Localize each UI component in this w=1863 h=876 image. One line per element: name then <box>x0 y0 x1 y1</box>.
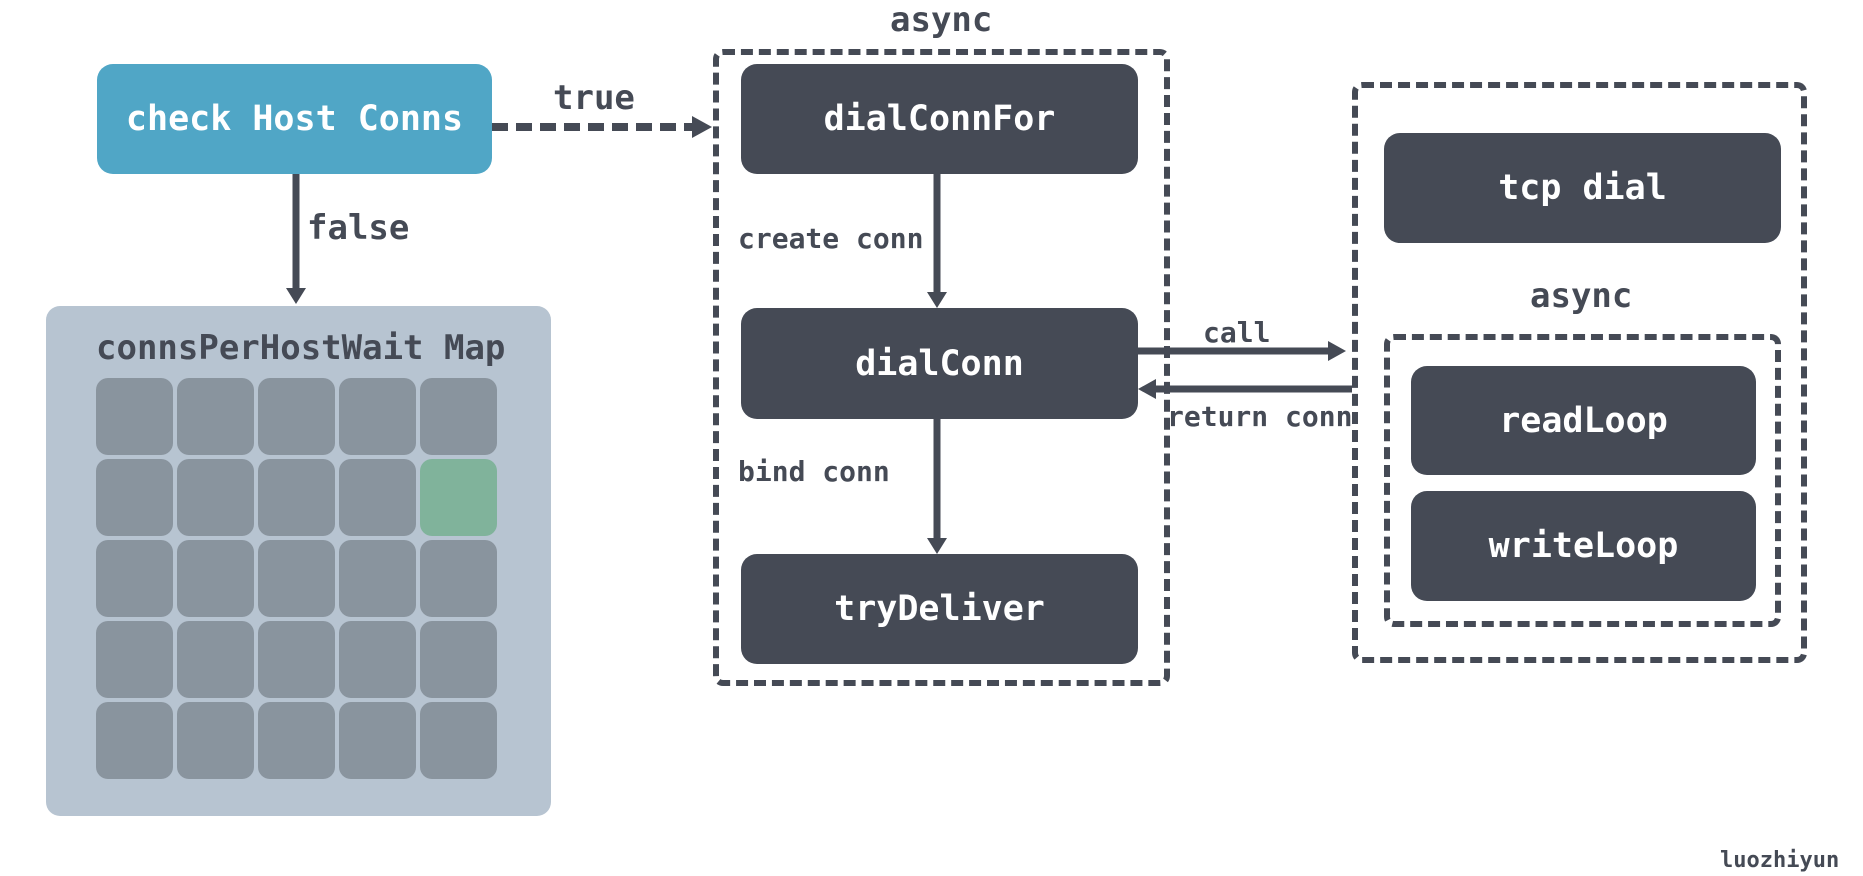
map-cell <box>96 540 173 617</box>
map-cell <box>177 459 254 536</box>
map-cell <box>420 540 497 617</box>
map-cell <box>420 702 497 779</box>
async-group-right <box>1352 82 1807 663</box>
map-cell <box>177 621 254 698</box>
map-cell <box>258 378 335 455</box>
map-cell <box>96 459 173 536</box>
map-cell <box>177 702 254 779</box>
map-cell <box>339 621 416 698</box>
tcp-dial-node: tcp dial <box>1384 133 1781 243</box>
map-cell <box>96 621 173 698</box>
map-cell <box>258 702 335 779</box>
watermark: luozhiyun <box>1720 848 1840 873</box>
create-conn-arrowhead <box>927 292 947 308</box>
return-conn-arrowhead <box>1138 379 1156 399</box>
map-cell <box>177 540 254 617</box>
map-cell <box>258 621 335 698</box>
map-cell <box>96 378 173 455</box>
map-cell <box>258 540 335 617</box>
async-label-inner: async <box>1530 276 1633 316</box>
true-arrowhead <box>692 116 712 138</box>
map-cell <box>339 378 416 455</box>
map-cell <box>96 702 173 779</box>
map-cell <box>339 540 416 617</box>
check-host-conns-node: check Host Conns <box>97 64 492 174</box>
async-group-inner <box>1384 334 1781 627</box>
dial-conn-node: dialConn <box>741 308 1138 419</box>
map-cell <box>177 378 254 455</box>
false-arrowhead <box>286 288 306 304</box>
async-label-middle: async <box>890 0 993 40</box>
create-conn-label: create conn <box>738 222 924 255</box>
map-cell-highlighted <box>420 459 497 536</box>
map-cell <box>420 621 497 698</box>
map-cell <box>339 702 416 779</box>
bind-conn-label: bind conn <box>738 455 890 488</box>
bind-conn-arrowhead <box>927 538 947 554</box>
call-arrowhead <box>1328 341 1346 361</box>
true-edge-label: true <box>553 78 635 118</box>
map-cell <box>258 459 335 536</box>
write-loop-node: writeLoop <box>1411 491 1756 601</box>
false-edge-label: false <box>307 208 410 248</box>
map-cell <box>339 459 416 536</box>
read-loop-node: readLoop <box>1411 366 1756 475</box>
async-group-middle <box>713 49 1170 686</box>
try-deliver-node: tryDeliver <box>741 554 1138 664</box>
return-conn-label: return conn <box>1167 400 1353 433</box>
dial-conn-for-node: dialConnFor <box>741 64 1138 174</box>
map-title: connsPerHostWait Map <box>96 328 506 368</box>
call-label: call <box>1203 316 1271 349</box>
map-cell <box>420 378 497 455</box>
